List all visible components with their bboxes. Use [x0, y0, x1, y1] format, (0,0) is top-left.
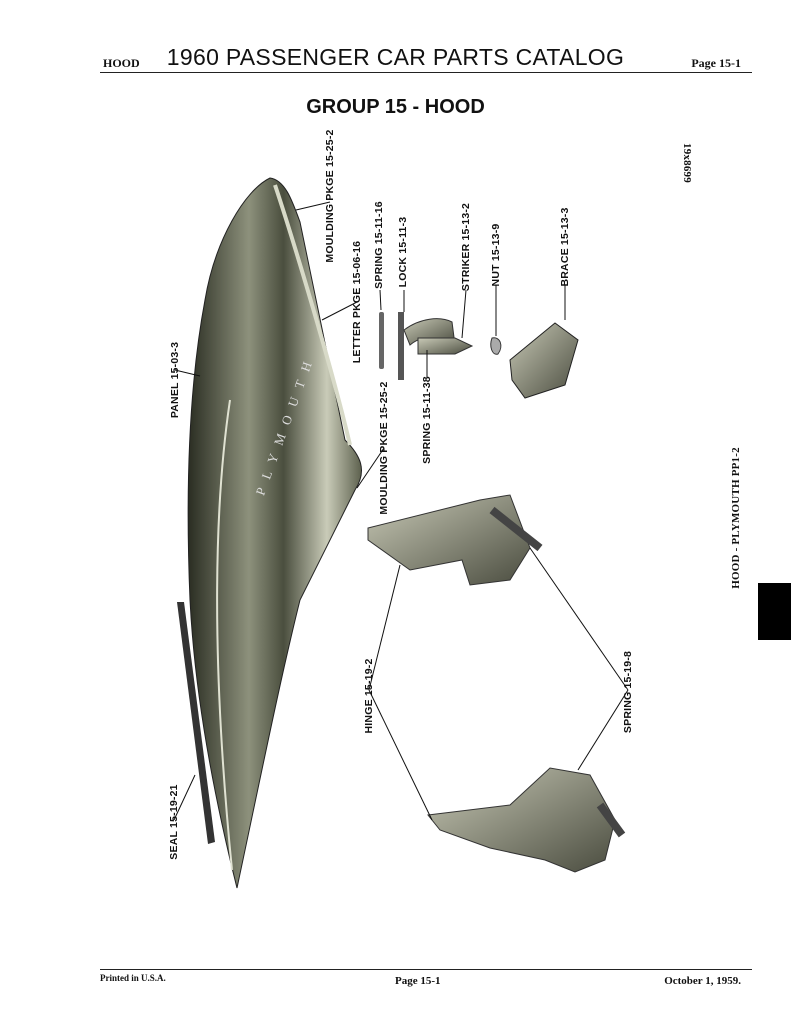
footer-page: Page 15-1	[395, 975, 441, 987]
leader-lines	[173, 201, 629, 821]
lock-assembly	[379, 312, 579, 399]
hinge-upper	[367, 494, 543, 586]
hood-panel	[187, 177, 363, 889]
catalog-title: 1960 PASSENGER CAR PARTS CATALOG	[166, 44, 625, 70]
footer-printed: Printed in U.S.A.	[100, 973, 166, 983]
hinge-lower	[427, 767, 626, 873]
header-page: Page 15-1	[691, 56, 741, 70]
group-title: GROUP 15 - HOOD	[306, 96, 485, 118]
header-section: HOOD	[103, 56, 140, 70]
section-tab	[758, 583, 791, 640]
hood-seal	[177, 602, 215, 844]
footer-rule	[100, 969, 752, 970]
header-rule	[100, 72, 752, 73]
footer-date: October 1, 1959.	[664, 975, 741, 987]
